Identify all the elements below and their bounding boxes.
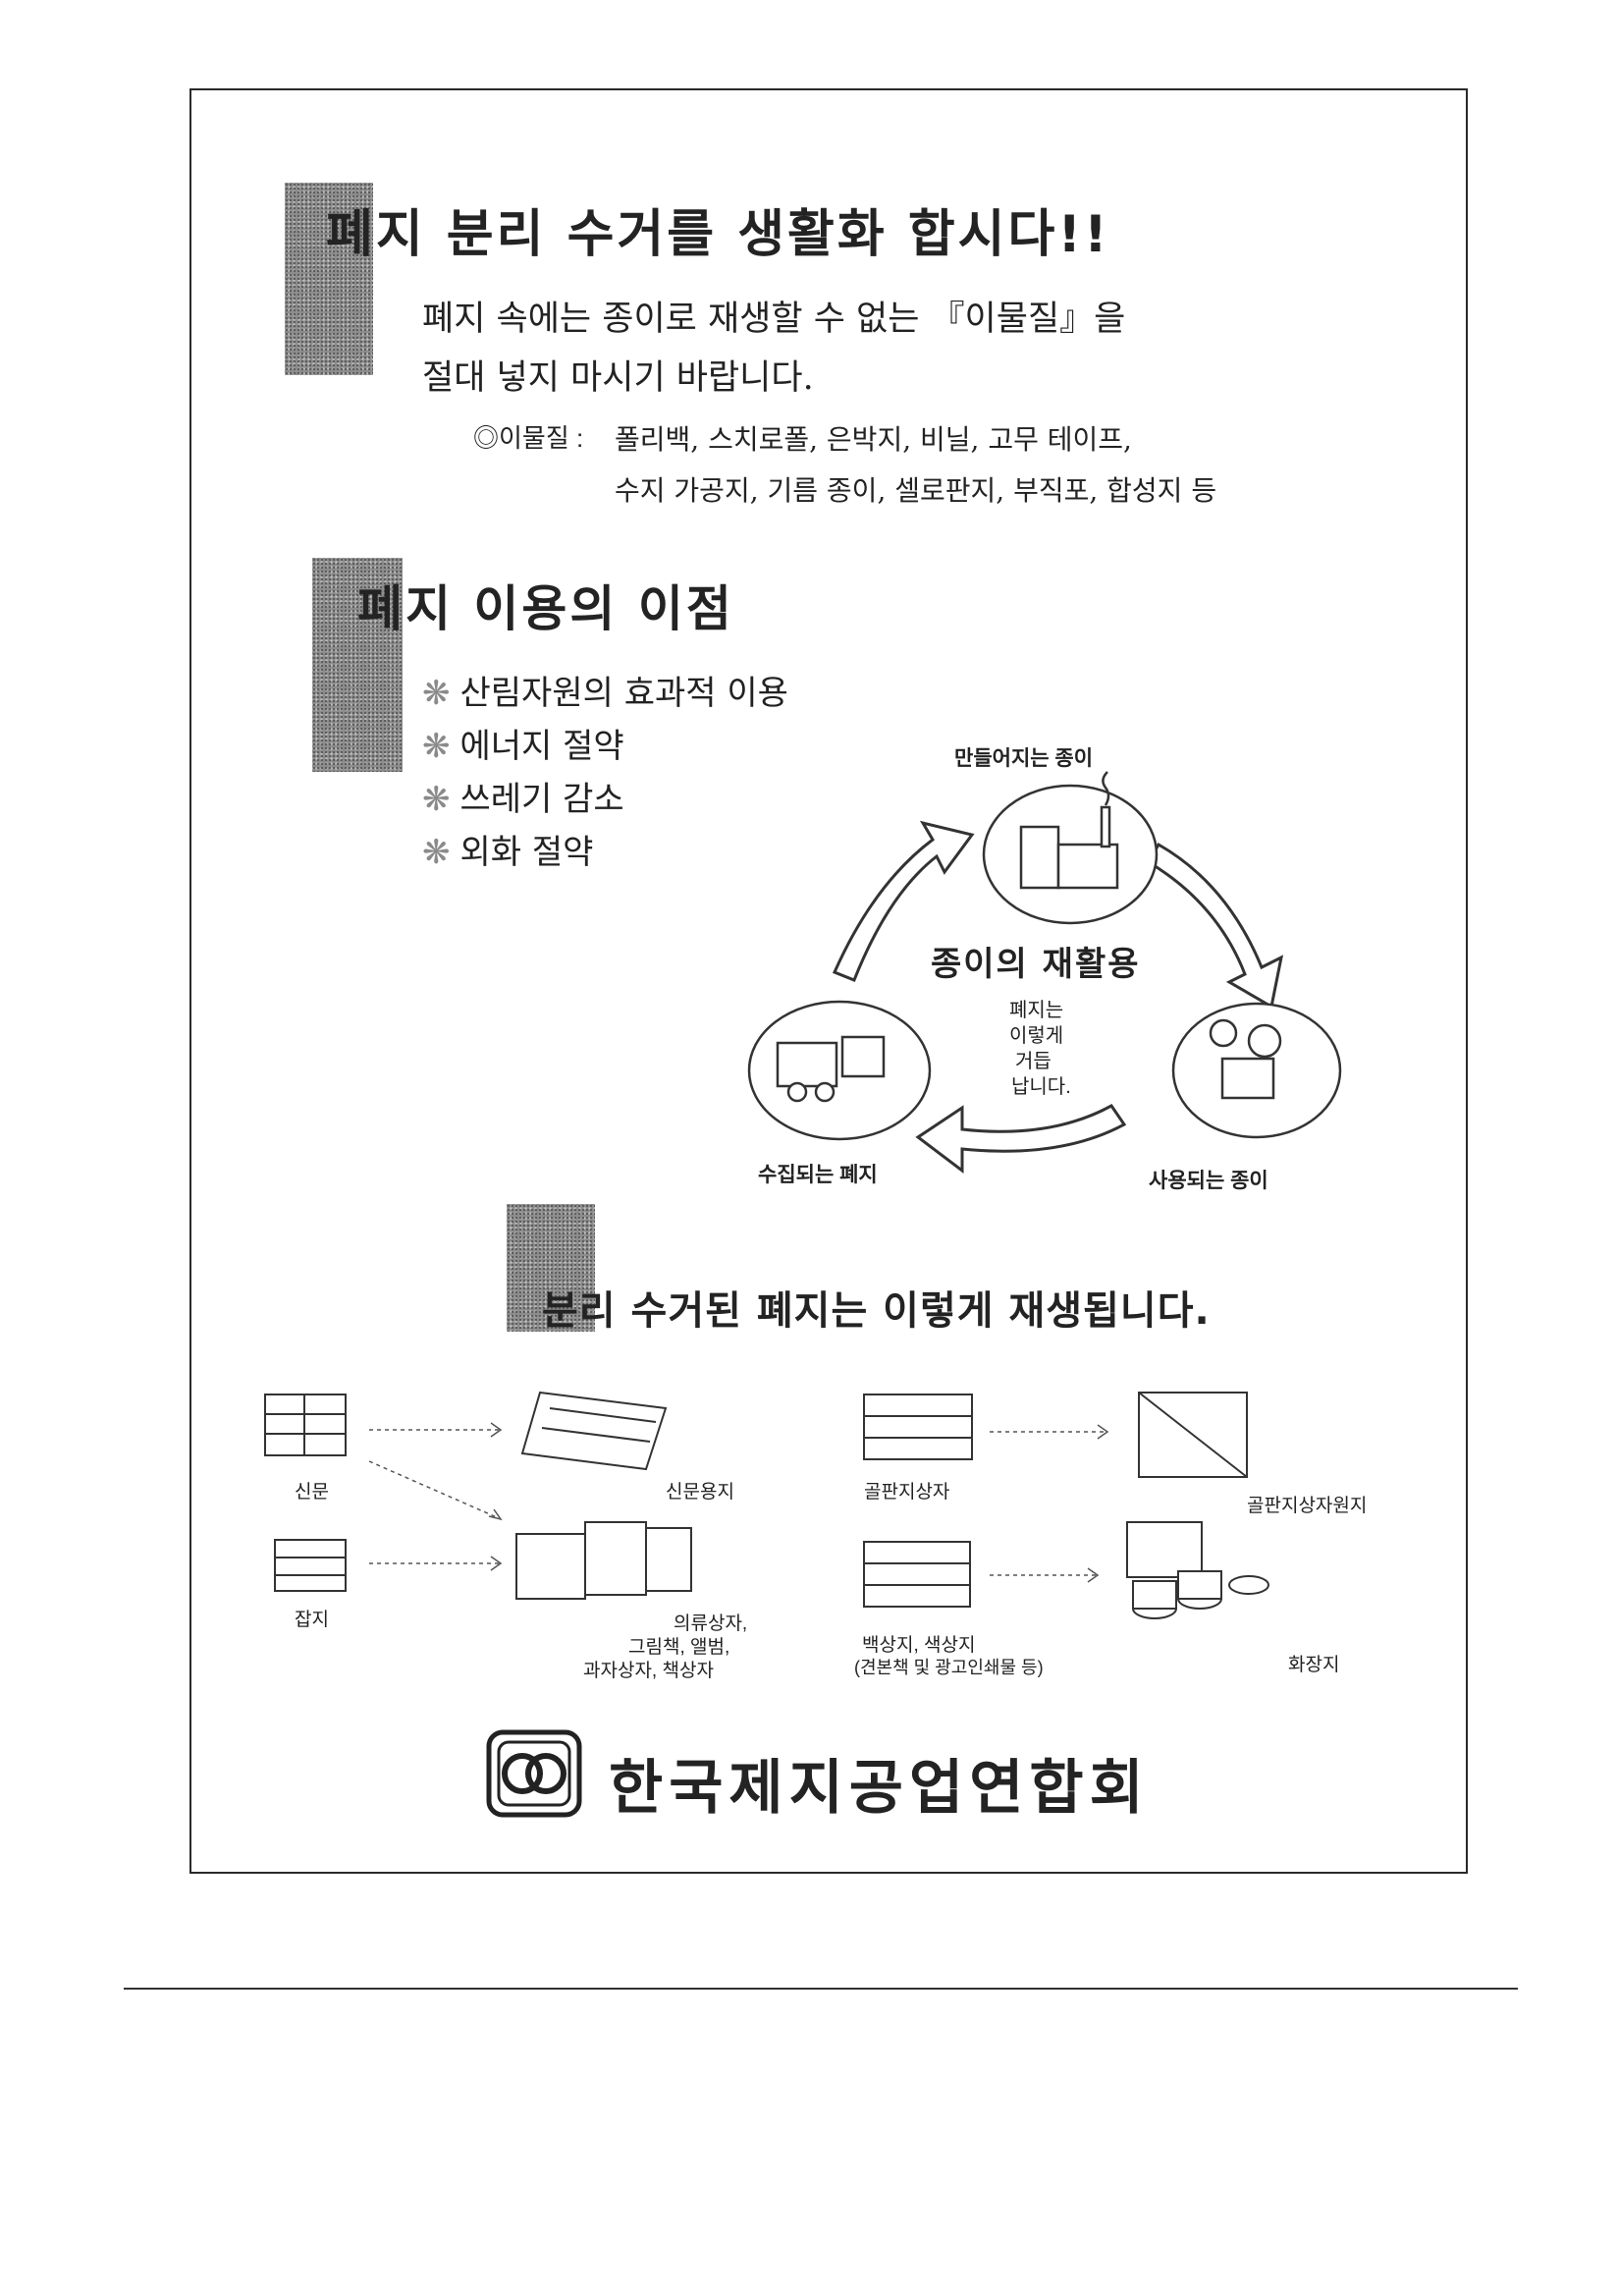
magazine-stack-icon [274,1539,347,1592]
product-cardboard-label: 골판지상자원지 [1247,1496,1368,1516]
cycle-label-used: 사용되는 종이 [1149,1170,1268,1192]
cycle-center-sub-line: 납니다. [1011,1076,1071,1098]
cycle-center-title: 종이의 재활용 [931,945,1141,984]
section3-title: 분리 수거된 폐지는 이렇게 재생됩니다. [542,1288,1211,1334]
impurity-label: ◎이물질 : [473,423,584,453]
factory-illustration [982,771,1159,925]
organization-name: 한국제지공업연합회 [609,1754,1150,1823]
reading-people-illustration [1171,1002,1342,1139]
cycle-center-sub-line: 거듭 [1015,1051,1052,1072]
arrow-used-to-collect [915,1104,1127,1175]
arrow-collect-to-made [832,820,975,982]
impurity-line1: 폴리백, 스치로폴, 은박지, 비닐, 고무 테이프, [615,423,1132,456]
source-cardboard-label: 골판지상자 [864,1482,950,1503]
section1-line1: 폐지 속에는 종이로 재생할 수 없는 『이물질』을 [422,300,1126,339]
association-logo-icon [486,1729,582,1818]
impurity-line2: 수지 가공지, 기름 종이, 셀로판지, 부직포, 합성지 등 [615,474,1217,507]
source-white-paper-label: (견본책 및 광고인쇄물 등) [854,1658,1044,1677]
benefit-item: ❋외화 절약 [422,833,594,872]
page-divider-line [124,1988,1518,1990]
benefit-item: ❋에너지 절약 [422,727,624,766]
product-tissue-label: 화장지 [1288,1655,1340,1675]
section1-line2: 절대 넣지 마시기 바랍니다. [422,358,814,398]
cardboard-board-icon [1138,1392,1248,1478]
collection-truck-illustration [747,1000,932,1141]
product-newsprint-label: 신문용지 [666,1482,734,1503]
cycle-label-collected: 수집되는 폐지 [758,1164,878,1186]
product-boxes-label: 그림책, 앨범, [628,1637,730,1658]
page-frame [189,88,1468,1874]
newspaper-stack-icon [264,1394,347,1456]
benefit-item: ❋쓰레기 감소 [422,780,624,819]
section2-shade-block [312,558,403,772]
cardboard-stack-icon [863,1394,973,1460]
paper-flow-illustrations [264,1391,1269,1619]
section2-title: 폐지 이용의 이점 [357,580,734,637]
newsprint-roll-icon [520,1391,668,1471]
arrow-made-to-used [1146,842,1284,1010]
section1-shade-block [285,183,373,375]
flow-arrow [368,1460,500,1519]
section1-title: 폐지 분리 수거를 생활화 합시다!! [326,205,1110,264]
source-white-paper-label: 백상지, 색상지 [862,1635,976,1656]
recycling-cycle-diagram [747,771,1342,1175]
white-paper-stack-icon [863,1541,971,1608]
cycle-center-sub-line: 이렇게 [1009,1025,1064,1047]
section3-shade-block [507,1204,595,1332]
product-boxes-label: 과자상자, 책상자 [583,1661,714,1681]
benefit-item: ❋산림자원의 효과적 이용 [422,674,788,713]
boxes-icon [515,1521,692,1600]
tissue-rolls-icon [1126,1521,1269,1619]
source-newspaper-label: 신문 [295,1482,329,1503]
cycle-label-made: 만들어지는 종이 [954,747,1094,770]
cycle-center-sub-line: 폐지는 [1009,1000,1064,1021]
product-boxes-label: 의류상자, [674,1613,748,1634]
source-magazine-label: 잡지 [295,1610,329,1630]
